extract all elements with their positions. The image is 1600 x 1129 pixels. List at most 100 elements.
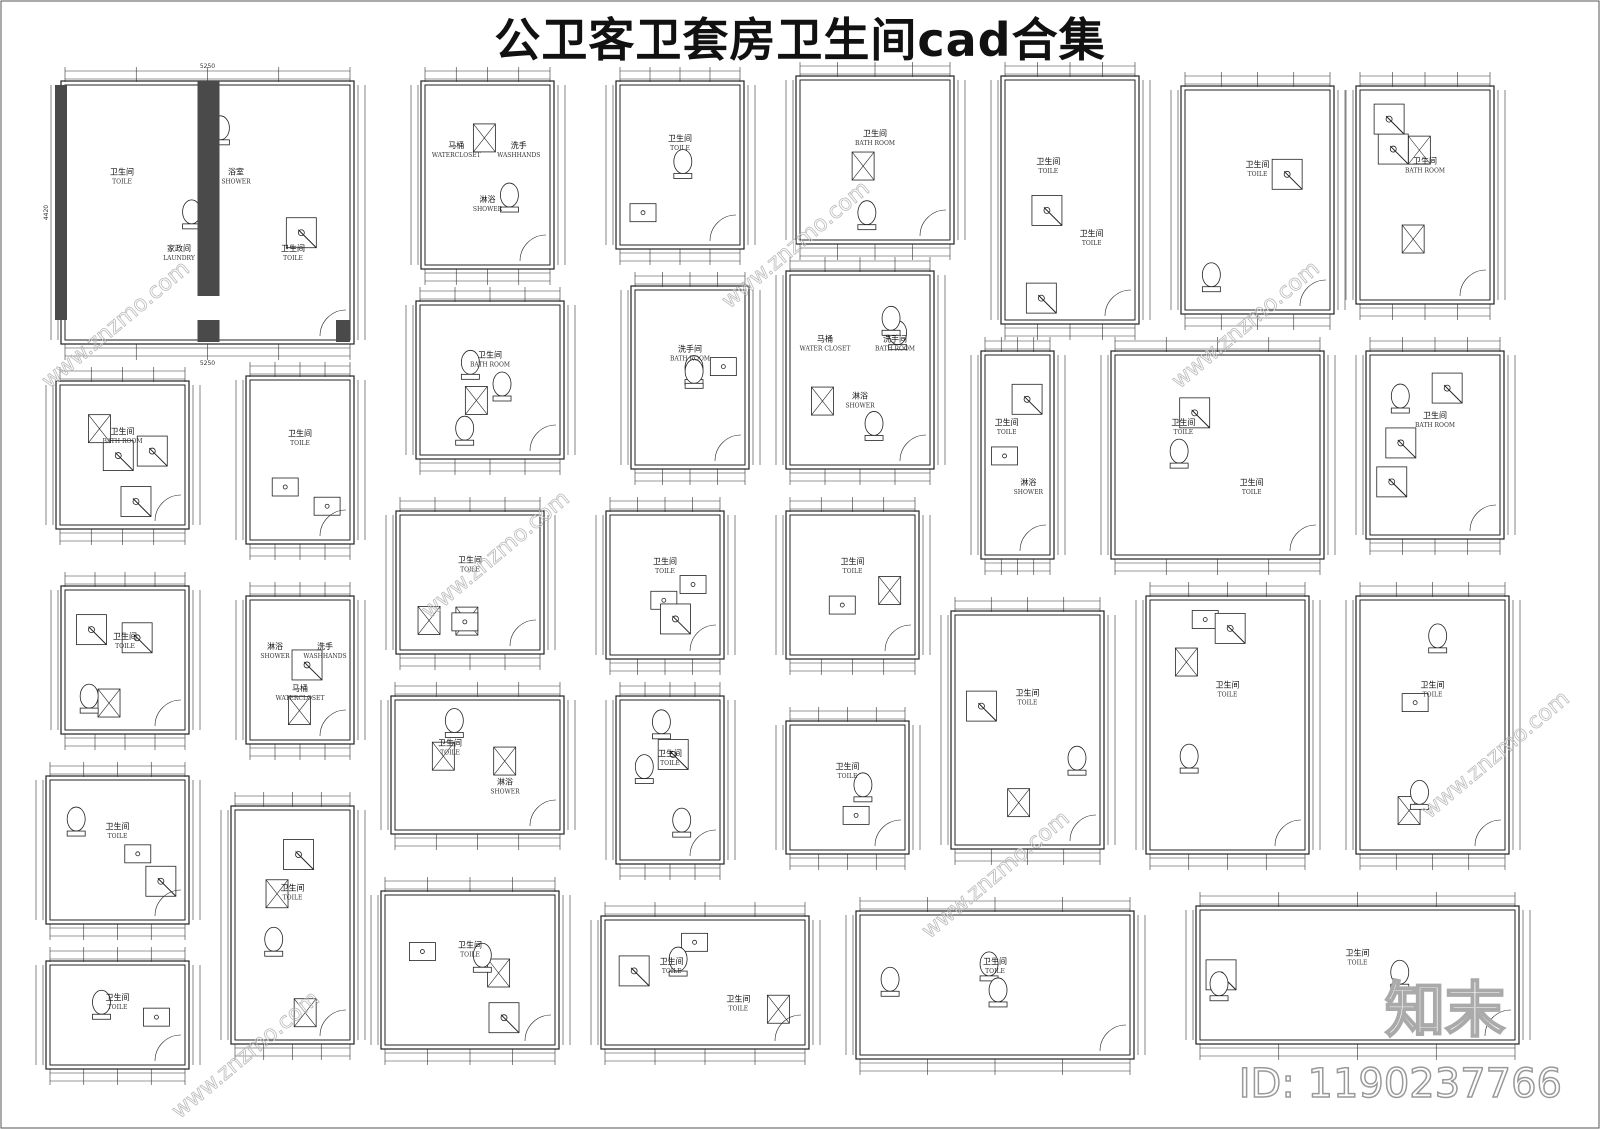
room-label-cn: 卫生间 — [653, 556, 677, 566]
inner-wall — [419, 304, 561, 456]
faucet-icon — [154, 1014, 159, 1020]
toilet-icon — [1209, 971, 1229, 997]
door-swing-icon — [154, 494, 182, 522]
room-label-en: TOILE — [115, 643, 135, 650]
room-label-en: BATH ROOM — [470, 362, 510, 369]
toilet-tank-icon — [79, 707, 99, 714]
room-label-cn: 卫生间 — [113, 631, 137, 641]
room-label-en: BATH ROOM — [1405, 168, 1445, 175]
washbasin-icon — [629, 203, 657, 223]
drain-icon — [1385, 115, 1393, 123]
washbasin-icon — [408, 942, 436, 961]
room-label-cn: 浴室 — [228, 166, 244, 176]
room-label-cn: 洗手间 — [678, 343, 702, 353]
page-title: 公卫客卫套房卫生间cad合集 — [494, 13, 1106, 67]
room-label-en: TOILE — [1348, 960, 1368, 967]
toilet-icon — [444, 708, 464, 733]
outer-wall — [380, 890, 560, 1050]
washbasin-icon — [828, 595, 856, 615]
outer-wall — [420, 80, 555, 270]
room-label-cn: 卫生间 — [1171, 417, 1195, 427]
glass-door-icon — [1023, 395, 1043, 415]
faucet-icon — [1202, 617, 1208, 622]
toilet-tank-icon — [264, 950, 284, 957]
room-label-en: TOILE — [440, 750, 460, 757]
cabinet-cross-icon — [88, 414, 111, 443]
toilet-tank-icon — [880, 990, 900, 997]
structural-column — [197, 320, 220, 342]
outer-wall — [785, 510, 920, 660]
watermark-site: www.znzmo.com — [167, 986, 324, 1124]
faucet-icon — [1002, 453, 1007, 459]
inner-wall — [1359, 599, 1506, 851]
faucet-icon — [135, 851, 141, 857]
faucet-icon — [462, 619, 468, 625]
cabinet-cross-icon — [493, 746, 516, 776]
door-swing-icon — [1069, 814, 1097, 842]
door-swing-icon — [689, 829, 717, 857]
door-swing-icon — [319, 309, 347, 337]
glass-door-icon — [978, 702, 997, 722]
cabinet-cross-icon — [1401, 224, 1425, 254]
room-label-en: TOILE — [108, 833, 128, 840]
outer-wall — [245, 595, 355, 745]
room-label-en: TOILE — [997, 429, 1017, 436]
room-label-en: TOILE — [460, 952, 480, 959]
room-label-en: TOILE — [283, 255, 303, 262]
room-label-cn: 卫生间 — [106, 992, 130, 1002]
door-swing-icon — [689, 624, 717, 652]
glass-door-icon — [1283, 170, 1303, 190]
toilet-icon — [652, 709, 671, 735]
outer-wall — [55, 380, 190, 530]
faucet-icon — [853, 812, 859, 818]
dimension-label: 4420 — [43, 205, 50, 220]
drain-icon — [303, 661, 311, 669]
toilet-tank-icon — [455, 439, 475, 446]
room-label-cn: 卫生间 — [1346, 948, 1370, 958]
room-label-en: TOILE — [662, 968, 682, 975]
door-swing-icon — [1484, 1009, 1512, 1037]
inner-wall — [1004, 79, 1136, 321]
drain-icon — [1191, 409, 1199, 417]
room-label-cn: 马桶 — [448, 140, 464, 150]
glass-door-icon — [1226, 625, 1246, 644]
toilet-tank-icon — [92, 1013, 111, 1020]
washbasin-icon — [1191, 610, 1219, 629]
cabinet-cross-icon — [851, 151, 875, 181]
room-label-cn: 卫生间 — [281, 883, 305, 893]
glass-door-icon — [1043, 207, 1063, 226]
structural-column — [197, 81, 220, 296]
glass-door-icon — [148, 447, 168, 467]
room-label-en: WATERCLOSET — [432, 152, 481, 159]
room-label-cn: 卫生间 — [1240, 477, 1264, 487]
toilet-tank-icon — [668, 970, 688, 977]
room-label-en: TOILE — [1242, 489, 1262, 496]
toilet-icon — [684, 358, 704, 384]
structural-column — [55, 85, 67, 320]
room-label-cn: 家政间 — [167, 243, 191, 253]
toilet-tank-icon — [888, 344, 908, 351]
outer-wall — [980, 350, 1055, 560]
toilet-icon — [1428, 623, 1448, 649]
toilet-icon — [988, 977, 1008, 1003]
glass-door-icon — [500, 1014, 520, 1034]
glass-door-icon — [669, 751, 689, 770]
cabinet-cross-icon — [97, 688, 121, 718]
door-swing-icon — [919, 209, 947, 237]
cabinet-cross-icon — [1408, 135, 1431, 165]
dimension-label: 5250 — [200, 63, 215, 70]
floor-plan-16: 卫生间 TOILE — [50, 572, 201, 750]
faucet-icon — [720, 364, 726, 369]
outer-wall — [1355, 595, 1510, 855]
faucet-icon — [839, 602, 845, 608]
glass-door-icon — [1388, 478, 1408, 498]
room-label-en: TOILE — [1174, 429, 1194, 436]
